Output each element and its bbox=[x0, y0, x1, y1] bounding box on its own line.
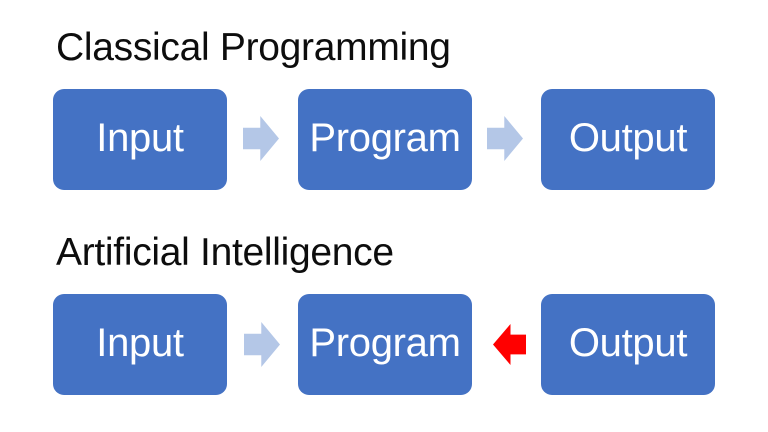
flow-box-input: Input bbox=[53, 89, 227, 190]
right-arrow-icon bbox=[244, 322, 280, 367]
flow-box-output: Output bbox=[541, 89, 715, 190]
flow-box-program: Program bbox=[298, 294, 472, 395]
flow-box-label: Input bbox=[96, 116, 184, 160]
flow-box-input: Input bbox=[53, 294, 227, 395]
right-arrow-icon bbox=[487, 116, 523, 161]
section-title-artificial-intelligence: Artificial Intelligence bbox=[56, 231, 394, 274]
flow-box-label: Output bbox=[568, 321, 688, 365]
flow-box-label: Program bbox=[309, 116, 461, 160]
flow-box-label: Output bbox=[568, 116, 688, 160]
flow-box-label: Input bbox=[96, 321, 184, 365]
flow-box-output: Output bbox=[541, 294, 715, 395]
left-arrow-icon bbox=[493, 324, 526, 365]
flow-box-label: Program bbox=[309, 321, 461, 365]
right-arrow-icon bbox=[243, 116, 279, 161]
flow-box-program: Program bbox=[298, 89, 472, 190]
section-title-classical-programming: Classical Programming bbox=[56, 26, 451, 69]
